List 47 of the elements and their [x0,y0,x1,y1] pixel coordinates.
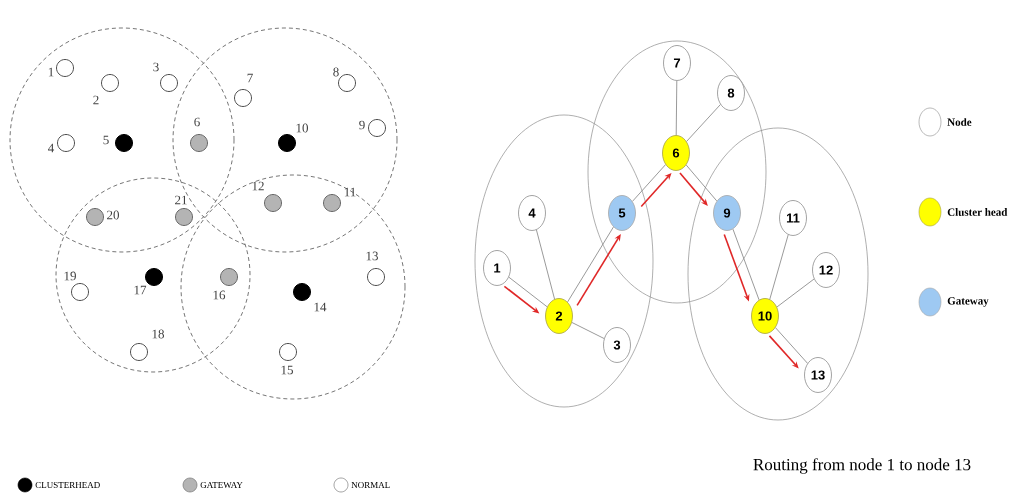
cluster-circle [9,27,235,253]
link-line [686,104,721,142]
node-number: 19 [64,271,76,281]
legend-label: NORMAL [351,481,390,488]
node-number: 4 [48,143,55,153]
node-number: 15 [281,365,293,375]
node-number: 8 [333,67,339,77]
node-number: 18 [152,329,164,339]
legend-label: Cluster head [947,208,1008,216]
node-number: 14 [314,302,327,312]
cluster-circle [172,27,398,253]
node-number: 1 [48,67,54,77]
link-line [571,322,605,339]
node-number: 17 [134,285,147,295]
node-number: 16 [213,290,226,300]
arrow [679,172,708,206]
link-line [567,226,614,303]
link-line [776,278,815,308]
node-number: 7 [247,73,253,83]
link-line [675,80,678,136]
legend-label: Node [947,118,972,126]
node-number: 10 [296,123,308,133]
link-line [732,228,760,301]
legend-label: GATEWAY [200,481,243,489]
caption: Routing from node 1 to node 13 [753,458,971,474]
link-line [769,234,789,300]
link-line [775,327,808,364]
node-number: 9 [359,120,365,130]
link-line [536,229,555,300]
cluster-circle [55,177,251,373]
node-number: 5 [103,135,109,145]
node-number: 21 [175,195,187,205]
cluster-circle [587,40,767,304]
link-line [685,164,718,202]
node-number: 12 [252,181,264,191]
legend-label: Gateway [947,297,989,307]
node-number: 11 [344,187,356,197]
node-number: 6 [194,117,200,127]
link-line [632,164,666,202]
link-line [508,276,548,308]
node-number: 3 [153,62,159,72]
cluster-circle [687,127,869,421]
node-number: 2 [93,95,99,105]
node-number: 13 [366,251,378,261]
cluster-circle [474,114,654,408]
legend-label: CLUSTERHEAD [35,481,100,488]
node-number: 20 [107,210,119,220]
